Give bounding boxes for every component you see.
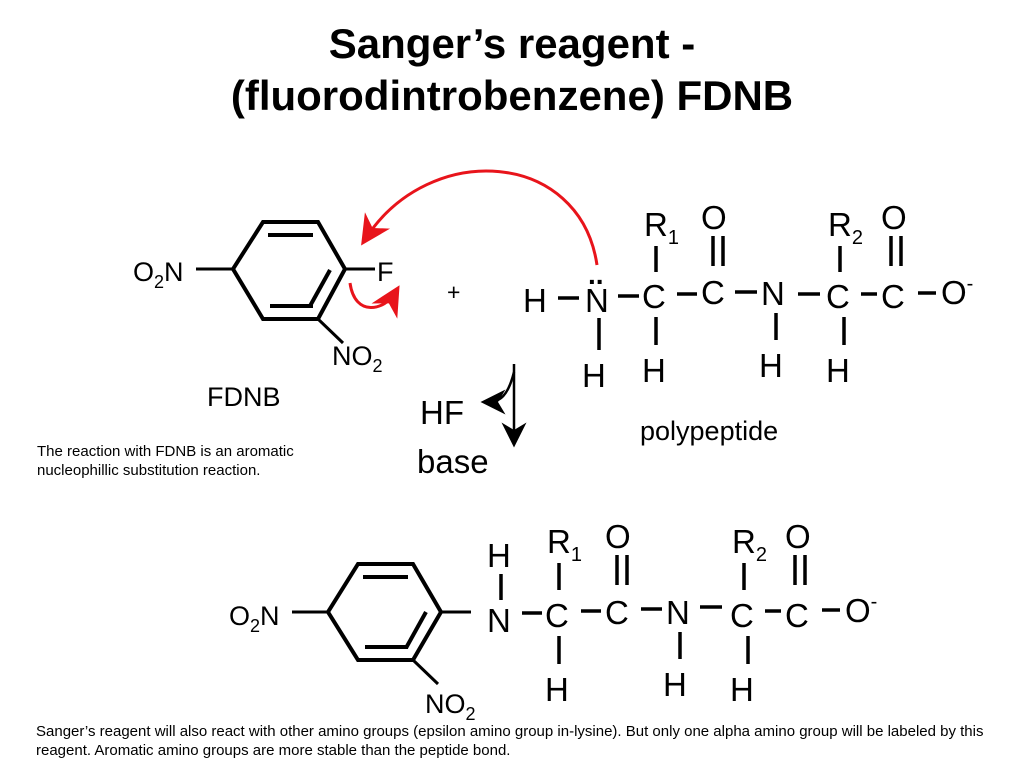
polypeptide-h-alpha-2: H [826,352,850,389]
fluoride-leaving-arrow [348,282,400,319]
polypeptide-o-carbonyl-1: O [701,199,727,236]
product-o-carbonyl-1: O [605,518,631,555]
polypeptide-o-carboxyl: O [881,199,907,236]
plus-sign: + [447,279,460,305]
fdnb-molecule: O2N F NO2 FDNB [133,220,394,412]
fdnb-bonds [196,267,375,345]
product-benzene-ring [325,562,444,662]
polypeptide-c-alpha-2: C [826,278,850,315]
title-line-2: (fluorodintrobenzene) FDNB [230,72,794,119]
fdnb-name-label: FDNB [207,382,281,412]
hf-release-arrow [480,371,516,415]
reaction-arrow [480,364,527,448]
polypeptide-c-alpha-1: C [642,278,666,315]
polypeptide-n-peptide: N [761,275,785,312]
selectivity-note: Sanger’s reagent will also react with ot… [36,723,984,759]
polypeptide-name-label: polypeptide [640,416,778,446]
polypeptide-c-carboxyl: C [881,278,905,315]
product-h-alpha-1: H [545,671,569,708]
product-h-amine: H [487,537,511,574]
fdnb-fluorine: F [377,257,394,287]
product-o-carboxylate: O- [845,591,877,629]
product-h-alpha-2: H [730,671,754,708]
polypeptide-h-peptide: H [759,347,783,384]
product-c-alpha-2: C [730,597,754,634]
polypeptide-o-carboxylate: O- [941,273,973,311]
product-ring-bonds [292,610,471,686]
fdnb-no2-group: NO2 [332,341,383,376]
product-o-carboxyl: O [785,518,811,555]
product-c-carbonyl-1: C [605,594,629,631]
polypeptide-r1: R1 [644,206,679,249]
fdnb-o2n-group: O2N [133,257,184,292]
product-no2-group: NO2 [425,689,476,724]
polypeptide-n-amine: N [585,282,609,319]
title-line-1: Sanger’s reagent - [328,20,696,67]
polypeptide-h-amine: H [582,357,606,394]
product-r1: R1 [547,523,582,566]
product-n-peptide: N [666,594,690,631]
polypeptide-h-alpha-1: H [642,352,666,389]
mechanism-note: The reaction with FDNB is an aromatic nu… [37,443,294,479]
base-label: base [417,443,489,480]
fdnb-benzene-ring [230,220,348,321]
product-r2: R2 [732,523,767,566]
product-n-amine: N [487,602,511,639]
dnp-peptide-product: O2N NO2 H N C R1 H C O N H C R2 H C O O- [229,518,877,724]
polypeptide-lone-pair: .. [588,259,604,290]
nucleophilic-attack-arrow [361,169,599,266]
product-c-alpha-1: C [545,597,569,634]
polypeptide-molecule: H N .. H C R1 H C O N H C R2 H C O O- [523,199,973,446]
polypeptide-h-terminal: H [523,282,547,319]
product-h-peptide: H [663,666,687,703]
polypeptide-c-carbonyl-1: C [701,274,725,311]
product-c-carboxyl: C [785,597,809,634]
polypeptide-bonds [558,236,936,350]
polypeptide-r2: R2 [828,206,863,249]
hf-label: HF [420,394,464,431]
product-chain-bonds [499,555,840,664]
slide-title: Sanger’s reagent - (fluorodintrobenzene)… [0,18,1024,122]
product-o2n-group: O2N [229,601,280,636]
